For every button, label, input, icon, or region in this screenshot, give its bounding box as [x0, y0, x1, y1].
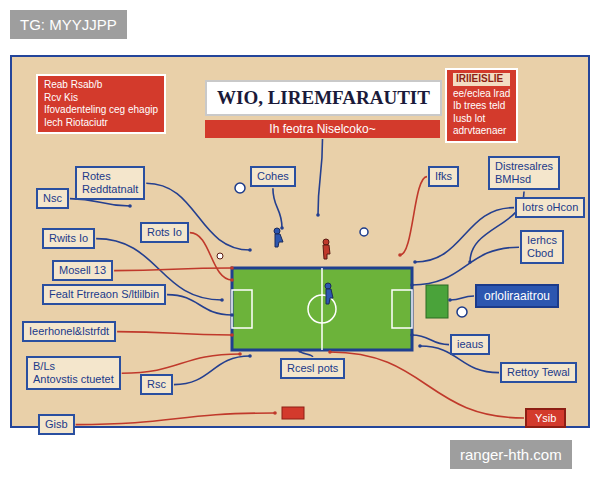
leader-line [174, 356, 250, 385]
label-box: Rots Io [140, 222, 189, 243]
leader-line [117, 332, 232, 335]
watermark: TG: MYYJJPP [10, 10, 127, 39]
leader-dot [328, 350, 332, 354]
leader-dot [230, 313, 234, 317]
box-heading: Cohes [257, 170, 289, 183]
label-box: Iotrs oHcon [515, 197, 585, 218]
leader-dot [230, 333, 234, 337]
leader-line [412, 335, 449, 345]
leader-line [300, 351, 313, 357]
leader-dot [230, 266, 234, 270]
leader-dot [298, 349, 302, 353]
box-text: Ib trees teld [453, 100, 510, 113]
box-heading: Ih feotra Niselcoko~ [215, 122, 430, 136]
leader-line [167, 295, 232, 315]
box-heading: ieaus [457, 338, 483, 351]
leader-line [318, 139, 323, 215]
box-text: Reddtatnalt [82, 183, 138, 196]
leader-dot [230, 278, 234, 282]
leader-dot [128, 204, 132, 208]
label-box: Rcesl pots [280, 358, 345, 379]
box-heading: Gisb [45, 418, 68, 431]
box-text: Iusb lot [453, 113, 510, 126]
leader-line [330, 352, 524, 418]
leader-dot [248, 248, 252, 252]
box-heading: Ieerhonel&lstrfdt [29, 325, 109, 338]
leader-line [412, 247, 519, 285]
label-box: Cohes [250, 166, 296, 187]
label-box: Nsc [36, 188, 69, 209]
subtitle-band: Ih feotra Niselcoko~ [205, 120, 440, 138]
box-heading: orloliraaitrou [484, 289, 550, 303]
label-box: Ysib [525, 408, 566, 428]
box-heading: Ysib [535, 412, 556, 424]
label-box: Mosell 13 [52, 260, 113, 281]
label-box: Gisb [38, 414, 75, 435]
leader-line [114, 268, 232, 271]
box-heading: IRIIEISLIE [453, 73, 510, 86]
label-box: Rettoy Tewal [500, 362, 577, 383]
box-heading: WIO, LIREMFARAUTIT [217, 87, 430, 109]
box-heading: Rcesl pots [287, 362, 338, 375]
label-box: ieaus [450, 334, 490, 355]
label-box: Ifks [428, 166, 459, 187]
leader-line [400, 177, 427, 255]
info-box: IRIIEISLIE ee/eclea lradIb trees teldIusb… [445, 68, 518, 143]
leader-dot [398, 253, 402, 257]
box-text: ee/eclea lrad [453, 88, 510, 101]
label-box: Rwits Io [42, 228, 95, 249]
leader-dot [410, 283, 414, 287]
box-text: Iech Riotaciutr [44, 117, 158, 130]
highlight-box: orloliraaitrou [475, 284, 559, 308]
info-box: Reab Rsab/bRcv KisIfovadenteling ceg eha… [36, 74, 166, 134]
box-heading: Rettoy Tewal [507, 366, 570, 379]
leader-dot [316, 213, 320, 217]
box-text: adrvtaenaer [453, 125, 510, 138]
box-heading: Ifks [435, 170, 452, 183]
title-box: WIO, LIREMFARAUTIT [205, 80, 442, 116]
box-heading: Nsc [43, 192, 62, 205]
leader-dot [238, 352, 242, 356]
box-text: Cbod [527, 247, 557, 260]
box-heading: Iotrs oHcon [522, 201, 578, 214]
leader-line [450, 296, 474, 300]
leader-dot [273, 411, 277, 415]
leader-dot [413, 260, 417, 264]
leader-line [273, 188, 282, 228]
label-box: Rsc [140, 374, 173, 395]
box-heading: Mosell 13 [59, 264, 106, 277]
label-box: IerhcsCbod [520, 230, 564, 264]
leader-dot [220, 298, 224, 302]
box-heading: Fealt Ftrreaon S/ltlilbin [49, 288, 159, 301]
box-heading: B/Ls [33, 360, 114, 373]
leader-line [415, 208, 514, 262]
box-heading: Rwits Io [49, 232, 88, 245]
box-text: Rcv Kis [44, 92, 158, 105]
watermark: ranger-hth.com [450, 440, 572, 469]
label-box: Fealt Ftrreaon S/ltlilbin [42, 284, 166, 305]
label-box: RotesReddtatnalt [75, 166, 145, 200]
leader-dot [418, 344, 422, 348]
box-heading: Reab Rsab/b [44, 79, 158, 92]
label-box: B/LsAntovstis ctuetet [26, 356, 121, 390]
leader-dot [410, 333, 414, 337]
box-text: BMHsd [495, 173, 553, 186]
label-box: Ieerhonel&lstrfdt [22, 321, 116, 342]
leader-line [76, 413, 275, 425]
leader-dot [280, 226, 284, 230]
box-heading: Rsc [147, 378, 166, 391]
box-heading: Rotes [82, 170, 138, 183]
box-text: Ifovadenteling ceg ehagip [44, 104, 158, 117]
box-heading: Distresalres [495, 160, 553, 173]
label-box: DistresalresBMHsd [488, 156, 560, 190]
leader-line [190, 233, 232, 280]
leader-dot [248, 354, 252, 358]
box-text: Antovstis ctuetet [33, 373, 114, 386]
box-heading: Rots Io [147, 226, 182, 239]
leader-dot [448, 298, 452, 302]
box-heading: Ierhcs [527, 234, 557, 247]
